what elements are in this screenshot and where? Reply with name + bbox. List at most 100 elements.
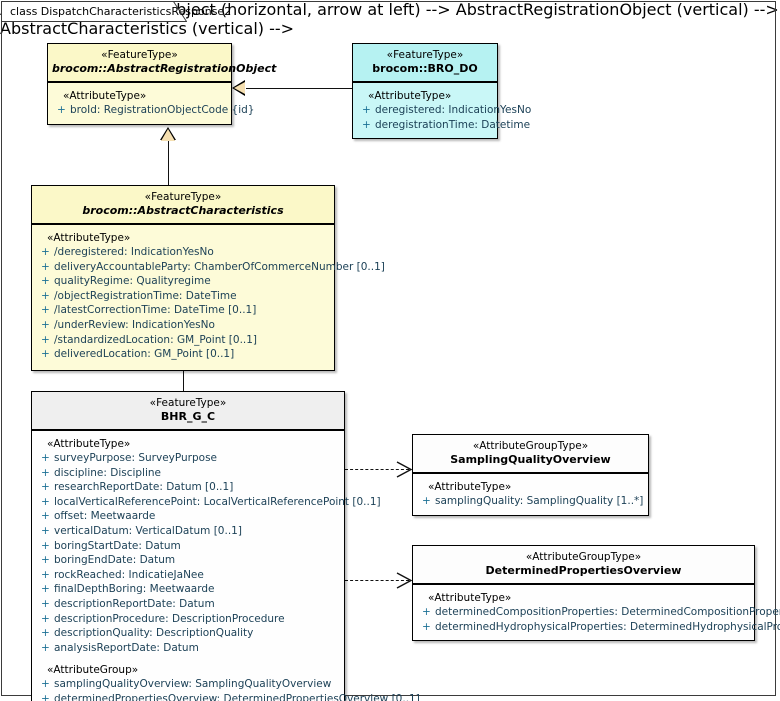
stereotype-label: «FeatureType» (149, 397, 227, 409)
attribute-text: deliveryAccountableParty: ChamberOfComme… (54, 260, 385, 273)
generalization-line-bhr-to-ac (183, 364, 184, 392)
attribute-text: /underReview: IndicationYesNo (54, 318, 215, 331)
attribute-row: + /deregistered: IndicationYesNo (36, 245, 330, 260)
attribute-text: descriptionReportDate: Datum (54, 597, 215, 610)
attribute-text: determinedPropertiesOverview: Determined… (54, 692, 420, 701)
class-bhr-g-c[interactable]: «FeatureType» BHR_G_C «AttributeType» + … (31, 391, 420, 701)
attribute-visibility: + (41, 554, 50, 567)
dependency-arrowhead-sqo (396, 461, 413, 478)
attribute-row: + determinedCompositionProperties: Deter… (417, 605, 780, 620)
attribute-visibility: + (41, 452, 50, 464)
class-header-abstract-characteristics: «FeatureType» brocom::AbstractCharacteri… (32, 186, 334, 225)
attribute-row: + deliveryAccountableParty: ChamberOfCom… (36, 260, 385, 275)
attribute-row: + descriptionQuality: DescriptionQuality (36, 626, 340, 641)
attribute-visibility: + (422, 495, 431, 507)
attribute-row: + analysisReportDate: Datum (36, 641, 340, 656)
attribute-visibility: + (41, 524, 50, 537)
attribute-text: discipline: Discipline (54, 466, 162, 479)
attribute-row: + deliveredLocation: GM_Point [0..1] (36, 347, 330, 362)
attribute-visibility: + (41, 318, 50, 331)
compartment-label-attribute-type: «AttributeType» (368, 90, 452, 102)
attribute-visibility: + (41, 275, 50, 288)
attribute-row: + rockReached: IndicatieJaNee (36, 568, 340, 583)
class-body-determined-properties-overview: «AttributeType» + determinedCompositionP… (413, 585, 780, 641)
stereotype-label: «AttributeGroupType» (525, 551, 642, 563)
attribute-row: + boringStartDate: Datum (36, 539, 340, 554)
stereotype-label: «AttributeGroupType» (472, 440, 589, 452)
attribute-text: finalDepthBoring: Meetwaarde (54, 583, 215, 596)
attribute-row: + descriptionProcedure: DescriptionProce… (36, 612, 340, 627)
class-abstract-registration-object[interactable]: «FeatureType» brocom::AbstractRegistrati… (47, 43, 277, 125)
class-determined-properties-overview[interactable]: «AttributeGroupType» DeterminedPropertie… (412, 545, 780, 642)
attribute-visibility: + (41, 568, 50, 581)
attribute-visibility: + (57, 104, 66, 116)
attribute-row: + deregistered: IndicationYesNo (357, 103, 531, 118)
attribute-row: + /underReview: IndicationYesNo (36, 318, 330, 333)
attribute-row: + determinedHydrophysicalProperties: Det… (417, 620, 780, 635)
attribute-row: + /latestCorrectionTime: DateTime [0..1] (36, 303, 330, 318)
attribute-text: determinedCompositionProperties: Determi… (435, 606, 780, 618)
attribute-row: + boringEndDate: Datum (36, 553, 340, 568)
attribute-visibility: + (41, 678, 50, 691)
attribute-visibility: + (41, 597, 50, 610)
attribute-visibility: + (41, 539, 50, 552)
attribute-text: deregistrationTime: Datetime (375, 118, 531, 131)
class-abstract-characteristics[interactable]: «FeatureType» brocom::AbstractCharacteri… (31, 185, 385, 371)
class-body-sampling-quality-overview: «AttributeType» + samplingQuality: Sampl… (413, 474, 648, 515)
class-sampling-quality-overview[interactable]: «AttributeGroupType» SamplingQualityOver… (412, 434, 649, 516)
attribute-row: + localVerticalReferencePoint: LocalVert… (36, 495, 381, 510)
attribute-visibility: + (362, 104, 371, 116)
attribute-visibility: + (41, 348, 50, 361)
class-name: brocom::BRO_DO (372, 62, 478, 75)
generalization-arrowhead-left (234, 81, 245, 94)
class-body-abstract-characteristics: «AttributeType» + /deregistered: Indicat… (32, 225, 385, 370)
attribute-row: + samplingQuality: SamplingQuality [1..*… (417, 494, 644, 509)
compartment-label-attribute-type: «AttributeType» (428, 481, 512, 493)
class-name: brocom::AbstractCharacteristics (82, 204, 284, 217)
compartment-label-attribute-type: «AttributeType» (428, 592, 512, 604)
attribute-visibility: + (41, 246, 50, 258)
stereotype-label: «FeatureType» (144, 191, 222, 203)
attribute-row: + deregistrationTime: Datetime (357, 118, 530, 133)
attribute-visibility: + (41, 481, 50, 494)
attribute-text: broId: RegistrationObjectCode {id} (70, 104, 255, 116)
class-bro-do[interactable]: «FeatureType» brocom::BRO_DO «AttributeT… (352, 43, 531, 140)
class-body-abstract-registration-object: «AttributeType» + broId: RegistrationObj… (48, 83, 255, 124)
attribute-visibility: + (41, 495, 50, 508)
class-name: brocom::AbstractRegistrationObject (52, 62, 277, 75)
attribute-row: + discipline: Discipline (36, 466, 340, 481)
attribute-visibility: + (41, 304, 50, 317)
class-name: SamplingQualityOverview (450, 453, 611, 466)
attribute-row: + qualityRegime: Qualityregime (36, 274, 330, 289)
attribute-text: descriptionQuality: DescriptionQuality (54, 627, 254, 640)
attribute-visibility: + (41, 466, 50, 479)
attribute-row: + surveyPurpose: SurveyPurpose (36, 451, 340, 466)
attribute-text: rockReached: IndicatieJaNee (54, 568, 204, 581)
attribute-visibility: + (41, 641, 50, 654)
attribute-text: samplingQuality: SamplingQuality [1..*] (435, 495, 644, 507)
dependency-arrowhead-dpo (396, 572, 413, 589)
attribute-text: qualityRegime: Qualityregime (54, 275, 211, 288)
compartment-label-attribute-group: «AttributeGroup» (47, 664, 139, 677)
dependency-line-bhr-to-sqo (345, 469, 409, 470)
generalization-arrowhead-up-1 (161, 128, 175, 141)
class-header-sampling-quality-overview: «AttributeGroupType» SamplingQualityOver… (413, 435, 648, 474)
dependency-line-bhr-to-dpo (345, 580, 409, 581)
class-header-bhr-g-c: «FeatureType» BHR_G_C (32, 392, 344, 431)
attribute-text: boringStartDate: Datum (54, 539, 181, 552)
class-header-abstract-registration-object: «FeatureType» brocom::AbstractRegistrati… (48, 44, 277, 83)
attribute-visibility: + (422, 606, 431, 618)
class-name: BHR_G_C (160, 410, 216, 423)
class-name: DeterminedPropertiesOverview (485, 564, 682, 577)
class-body-bhr-g-c: «AttributeType» + surveyPurpose: SurveyP… (32, 431, 420, 701)
attribute-row: + /objectRegistrationTime: DateTime (36, 289, 330, 304)
attribute-text: /objectRegistrationTime: DateTime (54, 289, 237, 302)
generalization-line-ac-to-aro (168, 140, 169, 185)
attribute-visibility: + (41, 692, 50, 701)
attribute-text: /latestCorrectionTime: DateTime [0..1] (54, 304, 257, 317)
attribute-visibility: + (41, 510, 50, 523)
attribute-visibility: + (41, 583, 50, 596)
class-body-bro-do: «AttributeType» + deregistered: Indicati… (353, 83, 531, 139)
attribute-text: analysisReportDate: Datum (54, 641, 199, 654)
